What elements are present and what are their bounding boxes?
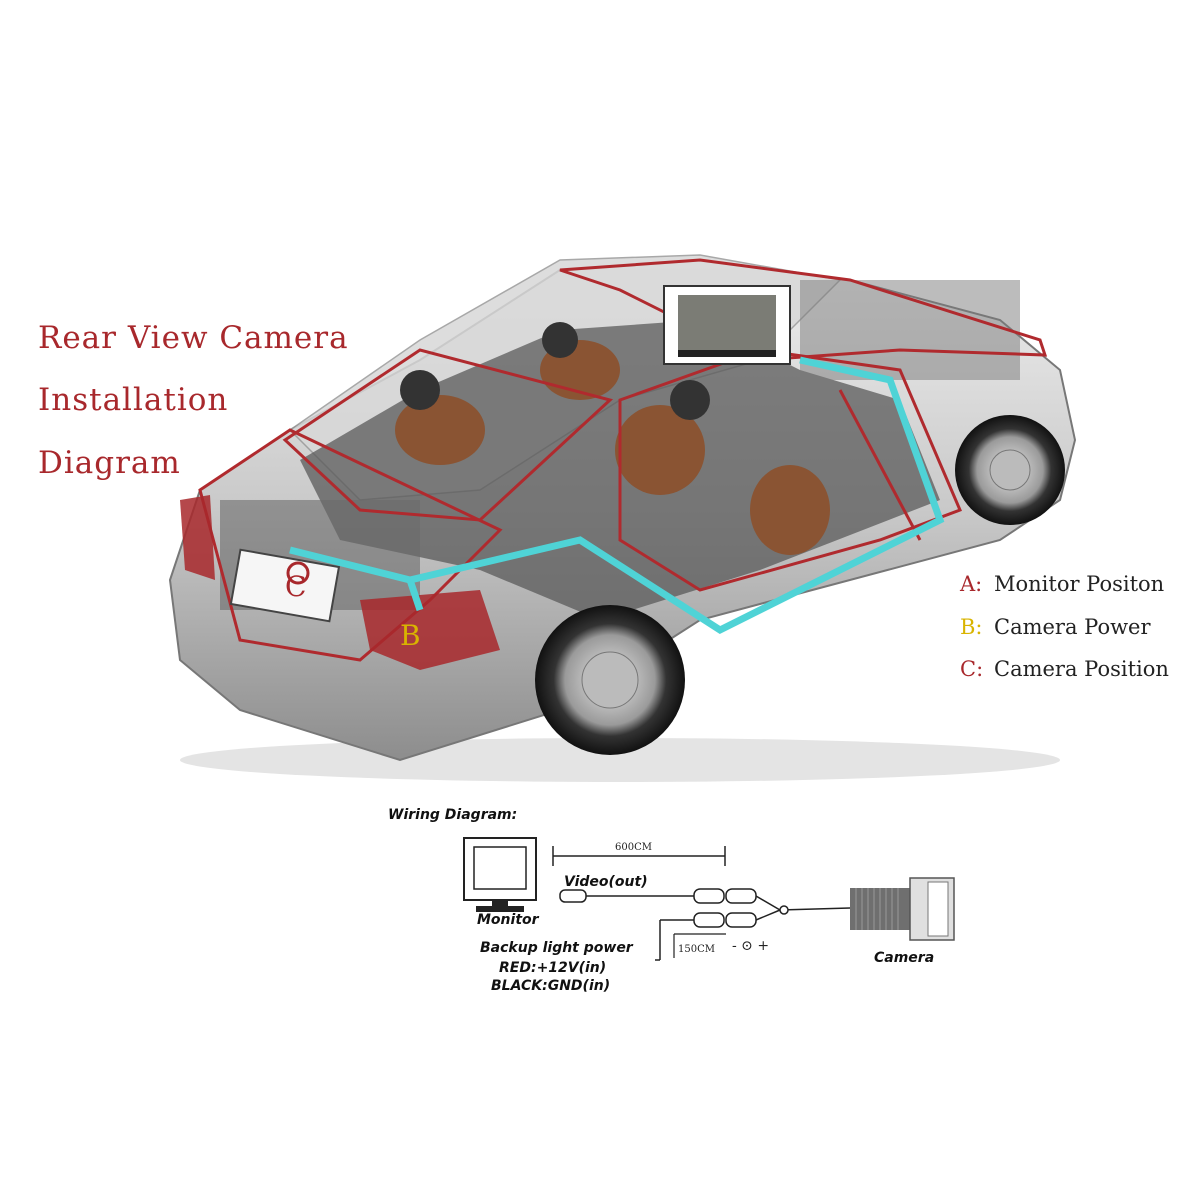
legend-camera-power: B: Camera Power <box>960 615 1151 639</box>
marker-b: B <box>400 619 421 652</box>
car-engine-area <box>800 280 1020 380</box>
camera-icon <box>850 877 955 941</box>
camera-cable <box>779 905 851 915</box>
legend-camera-position: C: Camera Position <box>960 657 1169 681</box>
car-taillight <box>360 590 500 670</box>
wiring-diagram: Wiring Diagram: Monitor 600CM Video(out) <box>388 807 955 994</box>
diagram-title-line-1: Rear View Camera <box>38 320 349 356</box>
monitor-label: Monitor <box>477 912 540 928</box>
legend-letter-b: B: <box>960 615 983 639</box>
car-taillight-left <box>180 495 215 580</box>
plus-minus-connector: - ⊙ + <box>732 938 769 954</box>
license-plate <box>229 548 341 623</box>
car-cutaway-illustration: C B <box>168 254 1077 782</box>
rear-wheel <box>535 605 685 755</box>
video-out-label: Video(out) <box>564 874 648 890</box>
legend-text-b: Camera Power <box>994 615 1151 639</box>
length-dimension-short <box>673 933 726 958</box>
black-wire-label: BLACK:GND(in) <box>491 978 610 994</box>
legend-monitor-position: A: Monitor Positon <box>960 572 1164 596</box>
monitor-position-a <box>663 285 791 365</box>
car-seats <box>395 322 830 555</box>
legend-letter-c: C: <box>960 657 984 681</box>
monitor-icon <box>463 837 537 912</box>
length-long-label: 600CM <box>615 842 652 853</box>
marker-c-dot <box>286 561 310 585</box>
length-short-label: 150CM <box>678 944 715 955</box>
front-wheel <box>955 415 1065 525</box>
length-dimension-long <box>552 846 726 866</box>
legend-text-a: Monitor Positon <box>994 572 1165 596</box>
legend-letter-a: A: <box>960 572 983 596</box>
wiring-title: Wiring Diagram: <box>388 807 517 823</box>
legend-text-c: Camera Position <box>994 657 1169 681</box>
camera-label: Camera <box>874 950 934 966</box>
power-cable <box>655 909 781 961</box>
diagram-title-line-3: Diagram <box>38 445 181 481</box>
backup-power-label: Backup light power <box>480 940 634 956</box>
video-cable <box>559 888 781 911</box>
red-wire-label: RED:+12V(in) <box>499 960 606 976</box>
diagram-title-line-2: Installation <box>38 382 229 418</box>
power-cable-branch <box>406 578 424 612</box>
